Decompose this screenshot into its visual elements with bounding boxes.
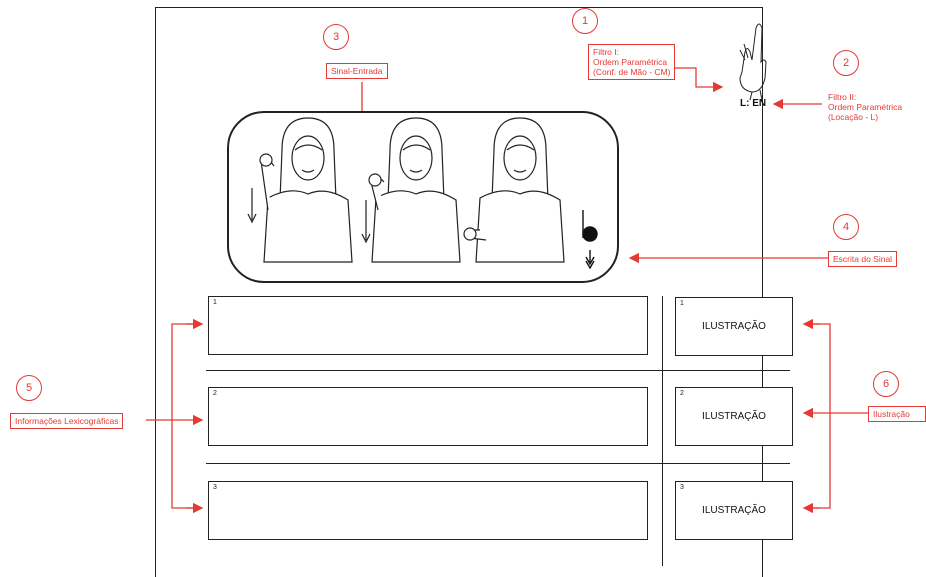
callout-4: 4 xyxy=(833,214,859,240)
label-sinal-entrada: Sinal-Entrada xyxy=(326,63,388,79)
callout-2: 2 xyxy=(833,50,859,76)
signer-figure-3 xyxy=(463,117,565,263)
bracket-info-lex xyxy=(171,323,200,509)
signer-figure-1 xyxy=(247,117,353,263)
signer-figure-2 xyxy=(361,117,461,263)
label-escrita: Escrita do Sinal xyxy=(828,251,898,267)
location-code: L: EN xyxy=(740,98,767,109)
illustration-box-3[interactable]: 3 ILUSTRAÇÃO xyxy=(675,481,793,540)
label-ilustracao: Ilustração xyxy=(868,406,926,422)
row-divider-1 xyxy=(206,370,790,371)
callout-1: 1 xyxy=(572,8,598,34)
label-filtro-1: Filtro I: Ordem Paramétrica (Conf. de Mã… xyxy=(588,44,676,80)
sign-writing-glyph xyxy=(582,210,598,270)
handshape-icon xyxy=(739,23,767,101)
column-divider xyxy=(662,296,663,566)
row-divider-2 xyxy=(206,463,790,464)
illustration-box-2[interactable]: 2 ILUSTRAÇÃO xyxy=(675,387,793,446)
callout-6: 6 xyxy=(873,371,899,397)
label-info-lex: Informações Lexicográficas xyxy=(10,413,124,429)
label-filtro-2: Filtro II: Ordem Paramétrica (Locação - … xyxy=(828,92,903,122)
illustration-box-1[interactable]: 1 ILUSTRAÇÃO xyxy=(675,297,793,356)
bracket-ilustracao xyxy=(808,323,831,509)
page-frame xyxy=(155,7,763,577)
lexicographic-box-1[interactable]: 1 xyxy=(208,296,648,355)
callout-3: 3 xyxy=(323,24,349,50)
arrow-filtro-1 xyxy=(668,67,724,93)
callout-5: 5 xyxy=(16,375,42,401)
lexicographic-box-2[interactable]: 2 xyxy=(208,387,648,446)
lexicographic-box-3[interactable]: 3 xyxy=(208,481,648,540)
